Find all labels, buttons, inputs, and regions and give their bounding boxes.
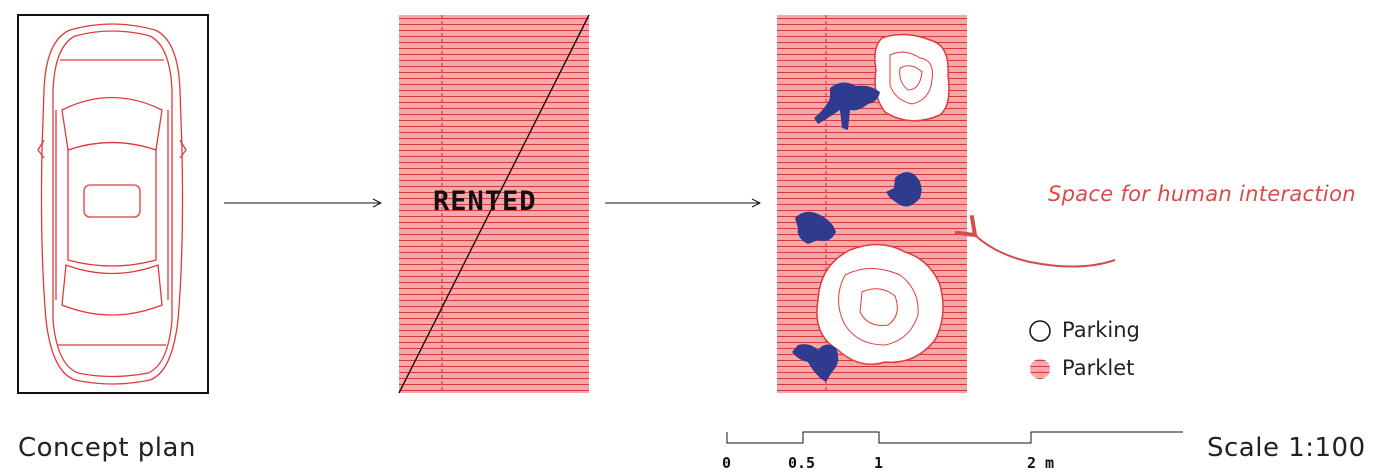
person-icon-3 (795, 211, 836, 244)
scale-tick-2m: 2 m (1027, 454, 1055, 472)
scale-bar (726, 431, 1183, 444)
parking-space-panel (17, 14, 209, 394)
annotation-arrow (954, 214, 1116, 268)
person-icon-4 (792, 344, 839, 382)
scale-title: Scale 1:100 (1207, 433, 1366, 463)
concept-plan-title: Concept plan (18, 433, 196, 463)
scale-tick-0: 0 (722, 454, 732, 472)
legend-item-parklet: Parklet (1062, 356, 1135, 380)
legend-item-parking: Parking (1062, 318, 1140, 342)
parking-legend-icon (1029, 320, 1051, 342)
scale-tick-1: 1 (874, 454, 884, 472)
rented-label: RENTED (433, 186, 537, 217)
person-figures (792, 82, 922, 382)
annotation-text: Space for human interaction (1048, 182, 1356, 206)
rented-space-panel (398, 14, 590, 394)
planter-bottom (816, 243, 944, 365)
diagonal-line (398, 14, 590, 394)
parklet-legend-icon (1030, 359, 1050, 379)
person-icon-1 (814, 82, 880, 130)
planter-top (874, 33, 950, 122)
parklet-panel (777, 15, 967, 393)
scale-tick-0-5: 0.5 (788, 454, 816, 472)
person-icon-2 (886, 172, 922, 207)
car-icon (37, 23, 187, 385)
